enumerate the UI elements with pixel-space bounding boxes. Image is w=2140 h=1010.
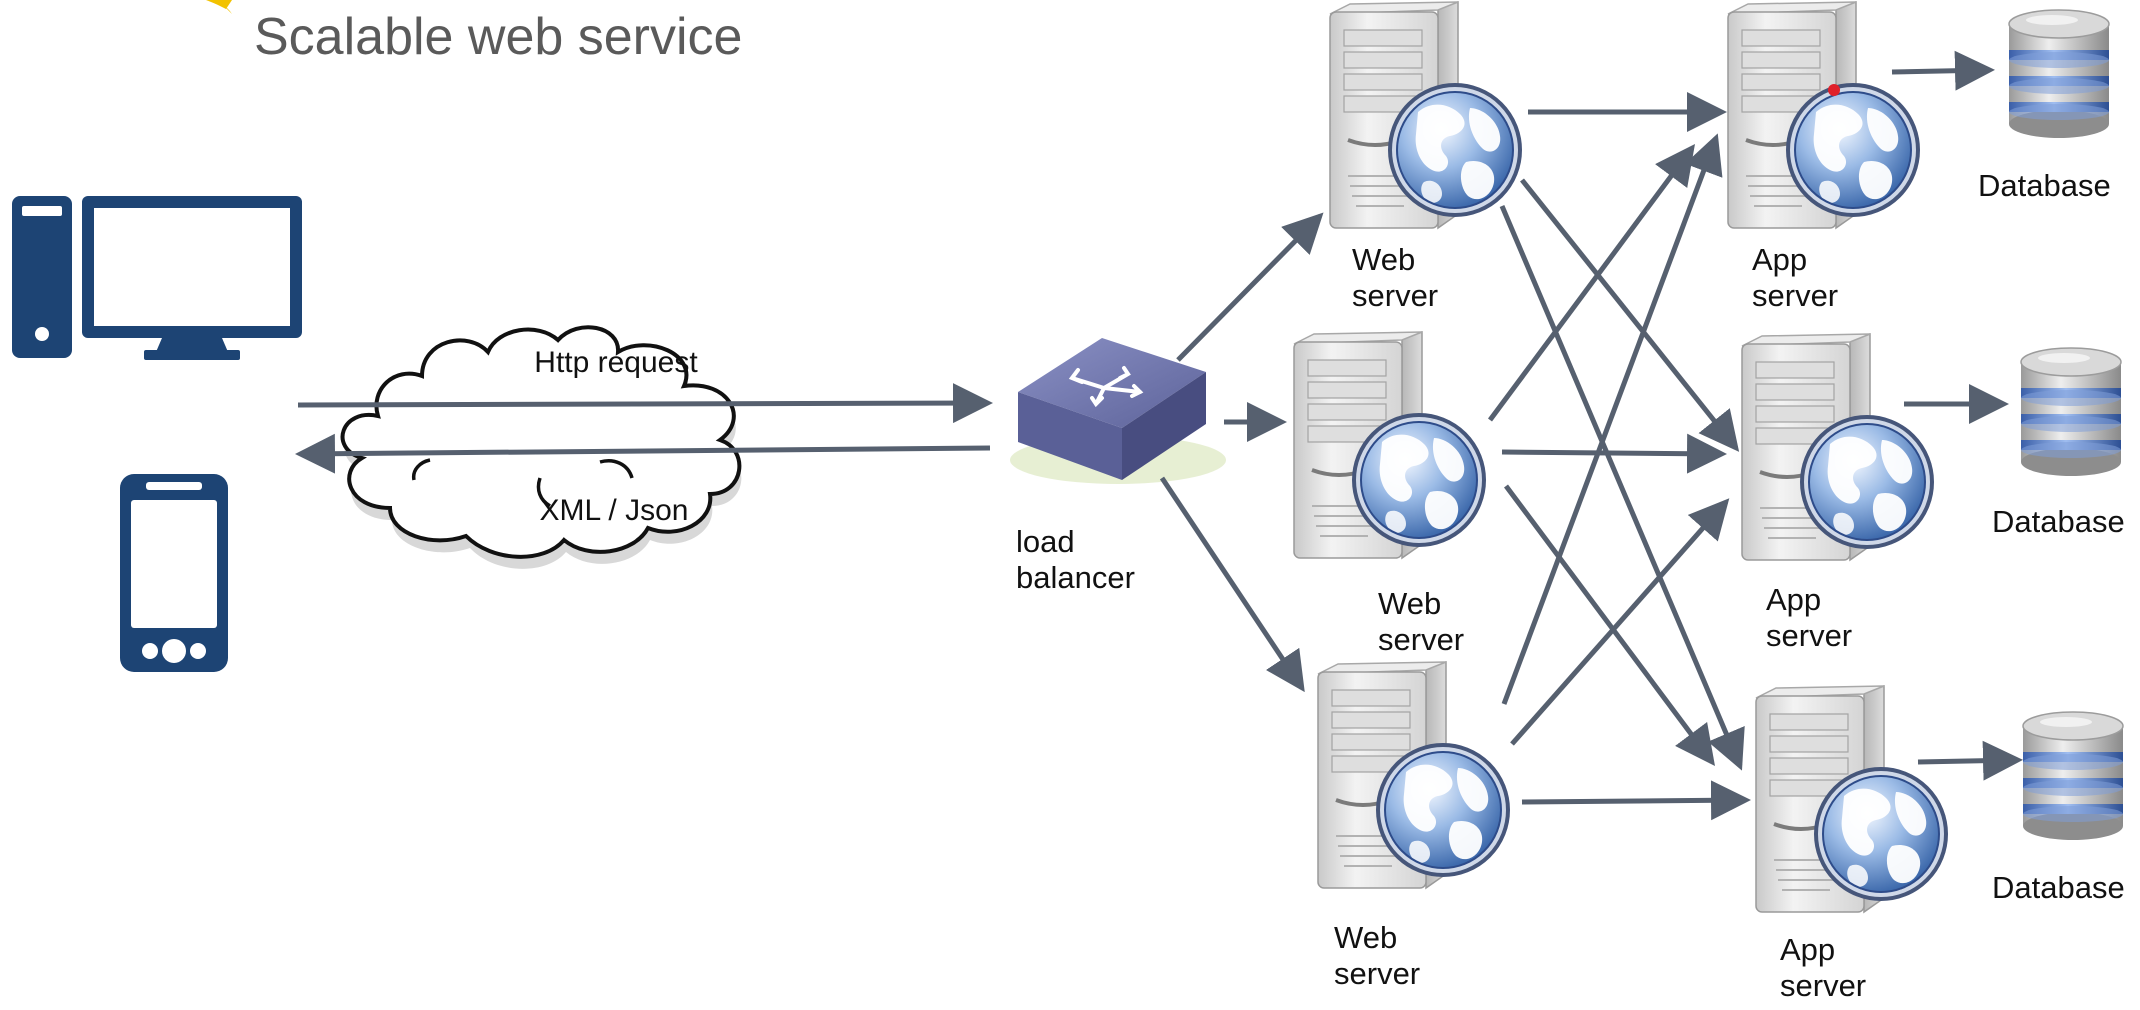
app-server-1 (1726, 0, 1920, 230)
load-balancer-label-line2: balancer (1016, 560, 1135, 595)
web3-to-app1-arrow (1501, 133, 1723, 705)
web2-to-app2-arrow (1501, 433, 1727, 474)
web2-to-app1-arrow (1487, 143, 1695, 422)
app1-to-db1-arrow (1891, 50, 1995, 91)
network-switch-icon (1010, 338, 1226, 484)
server-globe-icon (1726, 0, 1920, 230)
web-server-3-label-line2: server (1334, 956, 1420, 991)
web-server-3-label-line1: Web (1334, 920, 1397, 955)
web-server-2-label-line1: Web (1378, 586, 1441, 621)
lb-to-web3-arrow (1159, 476, 1305, 693)
request-arrow (297, 383, 993, 424)
web-server-1-label-line1: Web (1352, 242, 1415, 277)
app-server-2-label-line1: App (1766, 582, 1821, 617)
lb-to-web1-arrow (1176, 212, 1324, 362)
database-3-label: Database (1992, 870, 2125, 905)
server-globe-icon (1754, 684, 1948, 914)
database-2-label: Database (1992, 504, 2125, 539)
mobile-phone-icon (120, 474, 228, 672)
database-1-label: Database (1978, 168, 2111, 203)
response-arrow (295, 433, 991, 474)
app-server-1-label-line2: server (1752, 278, 1838, 313)
app3-to-db3-arrow (1917, 740, 2023, 781)
xml-json-label: XML / Json (540, 494, 689, 527)
server-globe-icon (1316, 660, 1510, 890)
app-server-2 (1740, 332, 1934, 562)
web-server-1 (1328, 0, 1522, 230)
app-server-2-label-line2: server (1766, 618, 1852, 653)
server-globe-icon (1292, 330, 1486, 560)
database-1 (2008, 9, 2110, 139)
web-server-1-label-line2: server (1352, 278, 1438, 313)
app-server-3-label-line2: server (1780, 968, 1866, 1003)
load-balancer-label-line1: load (1016, 524, 1075, 559)
web3-to-app3-arrow (1521, 780, 1751, 821)
database-2 (2020, 347, 2122, 477)
database-icon (2008, 9, 2110, 139)
database-icon (2022, 711, 2124, 841)
app-server-1-label-line1: App (1752, 242, 1807, 277)
http-request-label: Http request (534, 346, 698, 379)
web2-to-app3-arrow (1503, 484, 1715, 767)
status-dot (1828, 84, 1840, 96)
web-server-2-label-line2: server (1378, 622, 1464, 657)
web1-to-app2-arrow (1520, 178, 1740, 452)
desktop-computer-icon (12, 196, 302, 360)
web-server-3 (1316, 660, 1510, 890)
database-3 (2022, 711, 2124, 841)
app-server-3-label-line1: App (1780, 932, 1835, 967)
page-title: Scalable web service (254, 8, 742, 66)
web3-to-app2-arrow (1510, 498, 1730, 746)
web-to-app-arrows (1487, 92, 1751, 821)
database-icon (2020, 347, 2122, 477)
server-globe-icon (1740, 332, 1934, 562)
app-server-3 (1754, 684, 1948, 914)
web-server-2 (1292, 330, 1486, 560)
server-globe-icon (1328, 0, 1522, 230)
web1-to-app3-arrow (1499, 205, 1745, 771)
